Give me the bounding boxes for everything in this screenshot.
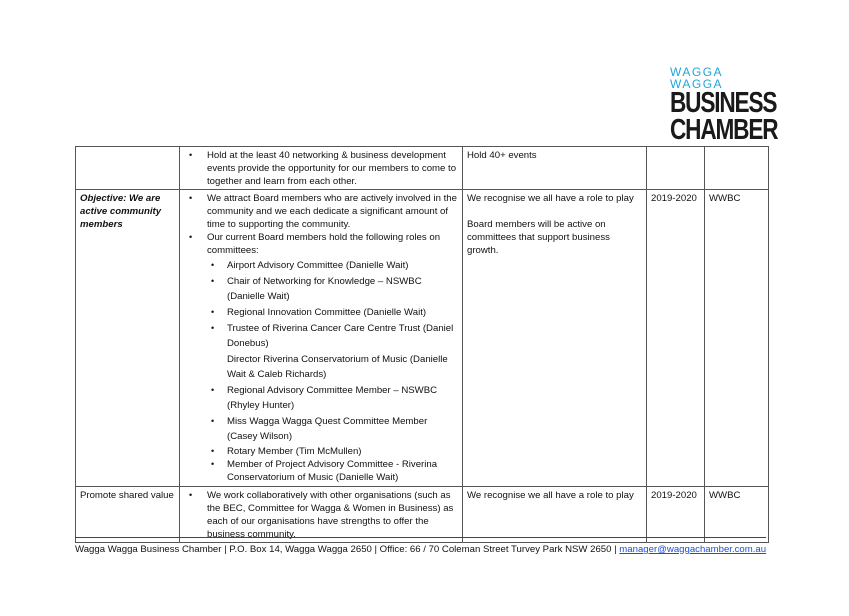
list-item: We work collaboratively with other organ… — [186, 489, 458, 541]
table-row: Hold at the least 40 networking & busine… — [75, 146, 769, 190]
footer-text: Wagga Wagga Business Chamber | P.O. Box … — [75, 544, 620, 555]
outcome-text: We recognise we all have a role to play — [467, 490, 634, 501]
logo-line-3: CHAMBER — [670, 114, 779, 146]
action-list: We attract Board members who are activel… — [186, 192, 458, 484]
year-cell — [646, 146, 705, 190]
list-item: We attract Board members who are activel… — [186, 192, 458, 231]
list-item: Rotary Member (Tim McMullen) — [207, 445, 458, 458]
outcome-cell: Hold 40+ events — [462, 146, 647, 190]
logo-line-1: WAGGA WAGGA — [670, 65, 724, 91]
year-cell: 2019-2020 — [646, 189, 705, 487]
list-item: Airport Advisory Committee (Danielle Wai… — [207, 258, 458, 273]
objective-cell: Promote shared value — [75, 486, 180, 543]
list-item: Trustee of Riverina Cancer Care Centre T… — [207, 321, 458, 351]
owner-cell: WWBC — [704, 486, 769, 543]
action-list: Hold at the least 40 networking & busine… — [186, 149, 458, 188]
logo-line-2: BUSINESS — [670, 87, 777, 119]
list-item: Member of Project Advisory Committee - R… — [207, 458, 458, 484]
objective-cell — [75, 146, 180, 190]
list-item: Hold at the least 40 networking & busine… — [186, 149, 458, 188]
outcome-text: Board members will be active on committe… — [467, 219, 610, 256]
chamber-logo: WAGGA WAGGA BUSINESS CHAMBER — [670, 65, 779, 146]
action-list: We work collaboratively with other organ… — [186, 489, 458, 541]
plan-table: Hold at the least 40 networking & busine… — [75, 146, 769, 543]
objective-cell: Objective: We are active community membe… — [75, 189, 180, 487]
committee-list: Airport Advisory Committee (Danielle Wai… — [207, 258, 458, 351]
committee-list: Regional Advisory Committee Member – NSW… — [207, 383, 458, 484]
list-item: Regional Advisory Committee Member – NSW… — [207, 383, 458, 413]
email-link[interactable]: manager@waggachamber.com.au — [619, 544, 767, 555]
actions-cell: We work collaboratively with other organ… — [179, 486, 463, 543]
actions-cell: Hold at the least 40 networking & busine… — [179, 146, 463, 190]
list-item: Chair of Networking for Knowledge – NSWB… — [207, 274, 458, 304]
list-item: Our current Board members hold the follo… — [186, 231, 458, 484]
outcome-text: Hold 40+ events — [467, 150, 537, 161]
outcome-cell: We recognise we all have a role to play … — [462, 189, 647, 487]
owner-cell: WWBC — [704, 189, 769, 487]
outcome-text: We recognise we all have a role to play — [467, 193, 634, 204]
committee-note: Director Riverina Conservatorium of Musi… — [227, 354, 448, 380]
list-item: Miss Wagga Wagga Quest Committee Member … — [207, 414, 458, 444]
table-row: Promote shared value We work collaborati… — [75, 486, 769, 543]
outcome-cell: We recognise we all have a role to play — [462, 486, 647, 543]
owner-cell — [704, 146, 769, 190]
year-cell: 2019-2020 — [646, 486, 705, 543]
page-footer: Wagga Wagga Business Chamber | P.O. Box … — [75, 537, 766, 555]
list-item: Regional Innovation Committee (Danielle … — [207, 305, 458, 320]
actions-cell: We attract Board members who are activel… — [179, 189, 463, 487]
table-row: Objective: We are active community membe… — [75, 189, 769, 487]
